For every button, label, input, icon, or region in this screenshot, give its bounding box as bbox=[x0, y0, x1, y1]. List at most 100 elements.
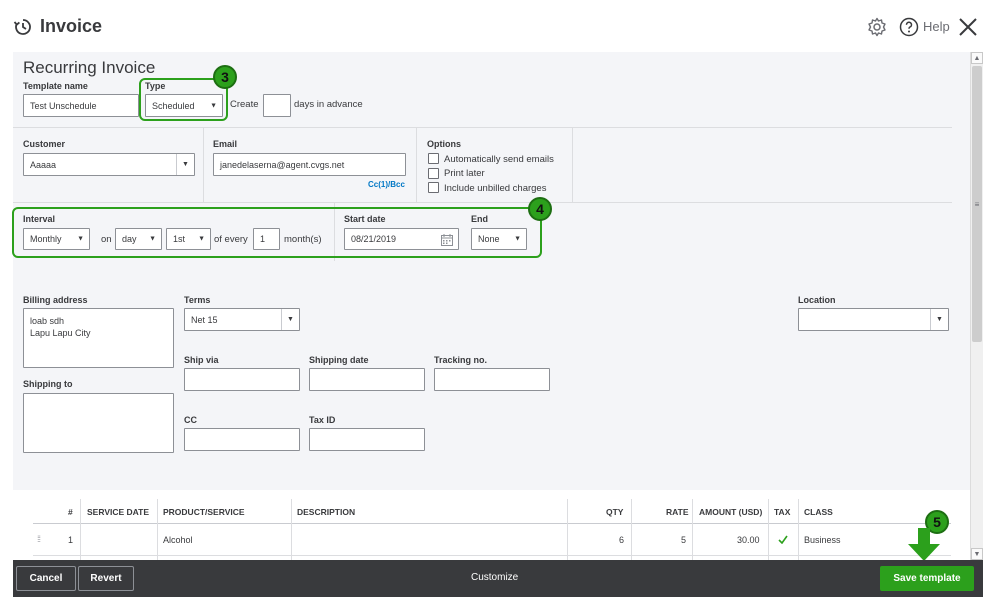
customer-label: Customer bbox=[23, 139, 66, 149]
days-in-advance-label: days in advance bbox=[294, 99, 363, 110]
end-label: End bbox=[471, 214, 488, 224]
col-divider bbox=[80, 499, 81, 560]
close-icon[interactable] bbox=[957, 16, 979, 38]
on-label: on bbox=[101, 234, 112, 245]
template-name-label: Template name bbox=[23, 81, 88, 91]
line-items-table bbox=[13, 490, 970, 560]
auto-send-checkbox[interactable] bbox=[428, 153, 439, 164]
scroll-down-icon[interactable]: ▼ bbox=[971, 548, 983, 560]
tax-id-label: Tax ID bbox=[309, 415, 336, 425]
day-type-select[interactable]: day ▼ bbox=[115, 228, 162, 250]
email-field[interactable]: janedelaserna@agent.cvgs.net bbox=[213, 153, 406, 176]
row-num: 1 bbox=[68, 535, 74, 545]
chevron-down-icon: ▼ bbox=[210, 102, 217, 109]
table-header-line bbox=[33, 523, 951, 524]
col-divider bbox=[631, 499, 632, 560]
col-header-product: PRODUCT/SERVICE bbox=[163, 507, 245, 517]
customize-link[interactable]: Customize bbox=[471, 572, 519, 583]
save-template-button[interactable]: Save template bbox=[880, 566, 974, 591]
col-divider bbox=[692, 499, 693, 560]
tracking-no-label: Tracking no. bbox=[434, 355, 488, 365]
ship-via-label: Ship via bbox=[184, 355, 219, 365]
chevron-down-icon: ▼ bbox=[176, 154, 194, 175]
question-circle-icon[interactable] bbox=[899, 17, 919, 37]
cancel-button[interactable]: Cancel bbox=[16, 566, 76, 591]
col-header-description: DESCRIPTION bbox=[297, 507, 356, 517]
email-label: Email bbox=[213, 139, 238, 149]
col-divider bbox=[291, 499, 292, 560]
gear-icon[interactable] bbox=[867, 17, 887, 37]
cc-label: CC bbox=[184, 415, 197, 425]
start-date-field[interactable]: 08/21/2019 bbox=[344, 228, 459, 250]
interval-label: Interval bbox=[23, 214, 56, 224]
shipping-to-field[interactable] bbox=[23, 393, 174, 453]
shipping-to-label: Shipping to bbox=[23, 379, 73, 389]
every-months-input[interactable]: 1 bbox=[253, 228, 280, 250]
chevron-down-icon: ▼ bbox=[930, 309, 948, 330]
location-select[interactable]: ▼ bbox=[798, 308, 949, 331]
chevron-down-icon: ▼ bbox=[149, 235, 156, 243]
col-divider bbox=[798, 499, 799, 560]
terms-select[interactable]: Net 15 ▼ bbox=[184, 308, 300, 331]
footer-bar bbox=[13, 560, 983, 597]
chevron-down-icon: ▼ bbox=[198, 235, 205, 243]
col-header-amount: AMOUNT (USD) bbox=[699, 507, 763, 517]
scroll-thumb[interactable] bbox=[972, 66, 982, 342]
start-date-label: Start date bbox=[344, 214, 386, 224]
cc-input[interactable] bbox=[184, 428, 300, 451]
scroll-up-icon[interactable]: ▲ bbox=[971, 52, 983, 64]
billing-address-label: Billing address bbox=[23, 295, 88, 305]
chevron-down-icon: ▼ bbox=[281, 309, 299, 330]
col-divider bbox=[768, 499, 769, 560]
grip-icon: ≡ bbox=[974, 200, 980, 209]
terms-label: Terms bbox=[184, 295, 211, 305]
billing-address-field[interactable]: loab sdh Lapu Lapu City bbox=[23, 308, 174, 368]
row-amount[interactable]: 30.00 bbox=[737, 535, 760, 545]
shipping-date-input[interactable] bbox=[309, 368, 425, 391]
col-header-class: CLASS bbox=[804, 507, 833, 517]
highlight-interval bbox=[12, 207, 542, 258]
chevron-down-icon: ▼ bbox=[514, 235, 521, 243]
row-qty[interactable]: 6 bbox=[619, 535, 625, 545]
cc-bcc-link[interactable]: Cc(1)/Bcc bbox=[368, 180, 405, 189]
ship-via-input[interactable] bbox=[184, 368, 300, 391]
col-header-service-date: SERVICE DATE bbox=[87, 507, 150, 517]
row-rate[interactable]: 5 bbox=[681, 535, 687, 545]
divider bbox=[416, 128, 417, 202]
unbilled-charges-checkbox[interactable] bbox=[428, 182, 439, 193]
divider bbox=[572, 128, 573, 202]
drag-handle-icon[interactable]: ⁞⁞ bbox=[37, 534, 41, 544]
revert-button[interactable]: Revert bbox=[78, 566, 134, 591]
customer-select[interactable]: Aaaaa ▼ bbox=[23, 153, 195, 176]
divider bbox=[13, 127, 952, 128]
tax-id-input[interactable] bbox=[309, 428, 425, 451]
start-date-value: 08/21/2019 bbox=[351, 234, 397, 244]
options-label: Options bbox=[427, 139, 461, 149]
location-label: Location bbox=[798, 295, 836, 305]
print-later-label: Print later bbox=[444, 168, 485, 179]
interval-frequency-select[interactable]: Monthly ▼ bbox=[23, 228, 90, 250]
arrow-down-icon bbox=[908, 528, 940, 561]
of-every-label: of every bbox=[214, 234, 248, 245]
help-link[interactable]: Help bbox=[923, 19, 950, 34]
checkmark-icon[interactable] bbox=[778, 535, 788, 544]
shipping-date-label: Shipping date bbox=[309, 355, 369, 365]
recurring-title: Recurring Invoice bbox=[23, 58, 156, 77]
step-badge-4: 4 bbox=[528, 197, 552, 221]
row-product[interactable]: Alcohol bbox=[163, 535, 193, 545]
end-select[interactable]: None ▼ bbox=[471, 228, 527, 250]
col-divider bbox=[567, 499, 568, 560]
unbilled-charges-label: Include unbilled charges bbox=[444, 183, 547, 194]
print-later-checkbox[interactable] bbox=[428, 168, 439, 179]
template-name-input[interactable]: Test Unschedule bbox=[23, 94, 139, 117]
tracking-no-input[interactable] bbox=[434, 368, 550, 391]
calendar-icon[interactable] bbox=[441, 234, 453, 246]
chevron-down-icon: ▼ bbox=[77, 235, 84, 243]
days-in-advance-input[interactable] bbox=[263, 94, 291, 117]
type-select[interactable]: Scheduled ▼ bbox=[145, 94, 223, 117]
vertical-scrollbar[interactable]: ▲ ≡ ▼ bbox=[970, 52, 983, 560]
divider bbox=[334, 203, 335, 261]
col-header-rate: RATE bbox=[666, 507, 689, 517]
row-class[interactable]: Business bbox=[804, 535, 841, 545]
day-ordinal-select[interactable]: 1st ▼ bbox=[166, 228, 211, 250]
